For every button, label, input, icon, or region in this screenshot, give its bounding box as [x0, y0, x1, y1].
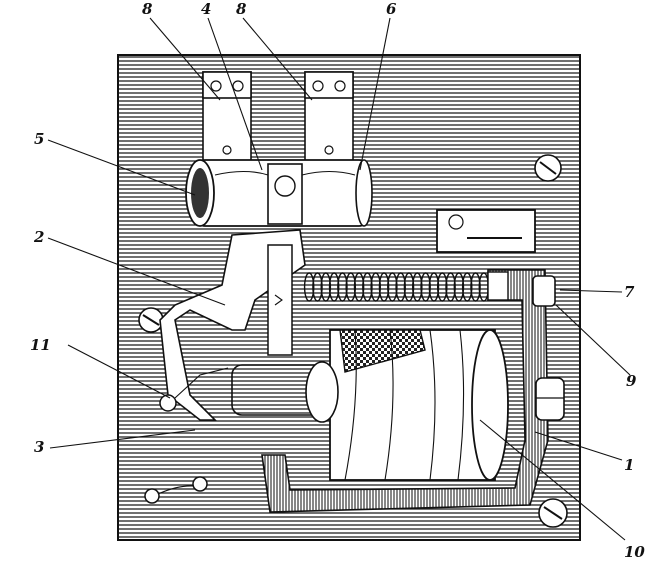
- label-2: 2: [33, 228, 44, 246]
- nameplate: [436, 209, 536, 253]
- label-9: 9: [626, 372, 637, 390]
- board-screw-left: [138, 307, 164, 333]
- terminal-bracket-right: [304, 71, 354, 163]
- terminal-bottom-left: [144, 476, 208, 504]
- label-8-left: 8: [142, 0, 153, 18]
- label-5: 5: [34, 130, 44, 148]
- magnet-yoke: [261, 269, 549, 513]
- label-4: 4: [201, 0, 211, 18]
- label-7: 7: [624, 283, 635, 301]
- terminal-bracket-left: [202, 71, 252, 163]
- label-1: 1: [624, 456, 634, 474]
- terminal-11: [159, 367, 229, 412]
- leader-lines: [47, 17, 631, 541]
- yoke-nut: [535, 377, 565, 421]
- label-8-right: 8: [236, 0, 247, 18]
- board-screw-bottom-right: [538, 498, 568, 528]
- label-3: 3: [34, 438, 44, 456]
- label-6: 6: [386, 0, 397, 18]
- label-11: 11: [30, 336, 51, 354]
- adjust-screw: [487, 271, 556, 307]
- label-10: 10: [624, 543, 645, 561]
- armature: [231, 361, 339, 423]
- board-screw-top-right: [534, 154, 562, 182]
- lever-arm: [159, 229, 306, 421]
- coil: [329, 329, 509, 481]
- contact-tube-assembly: [185, 159, 373, 227]
